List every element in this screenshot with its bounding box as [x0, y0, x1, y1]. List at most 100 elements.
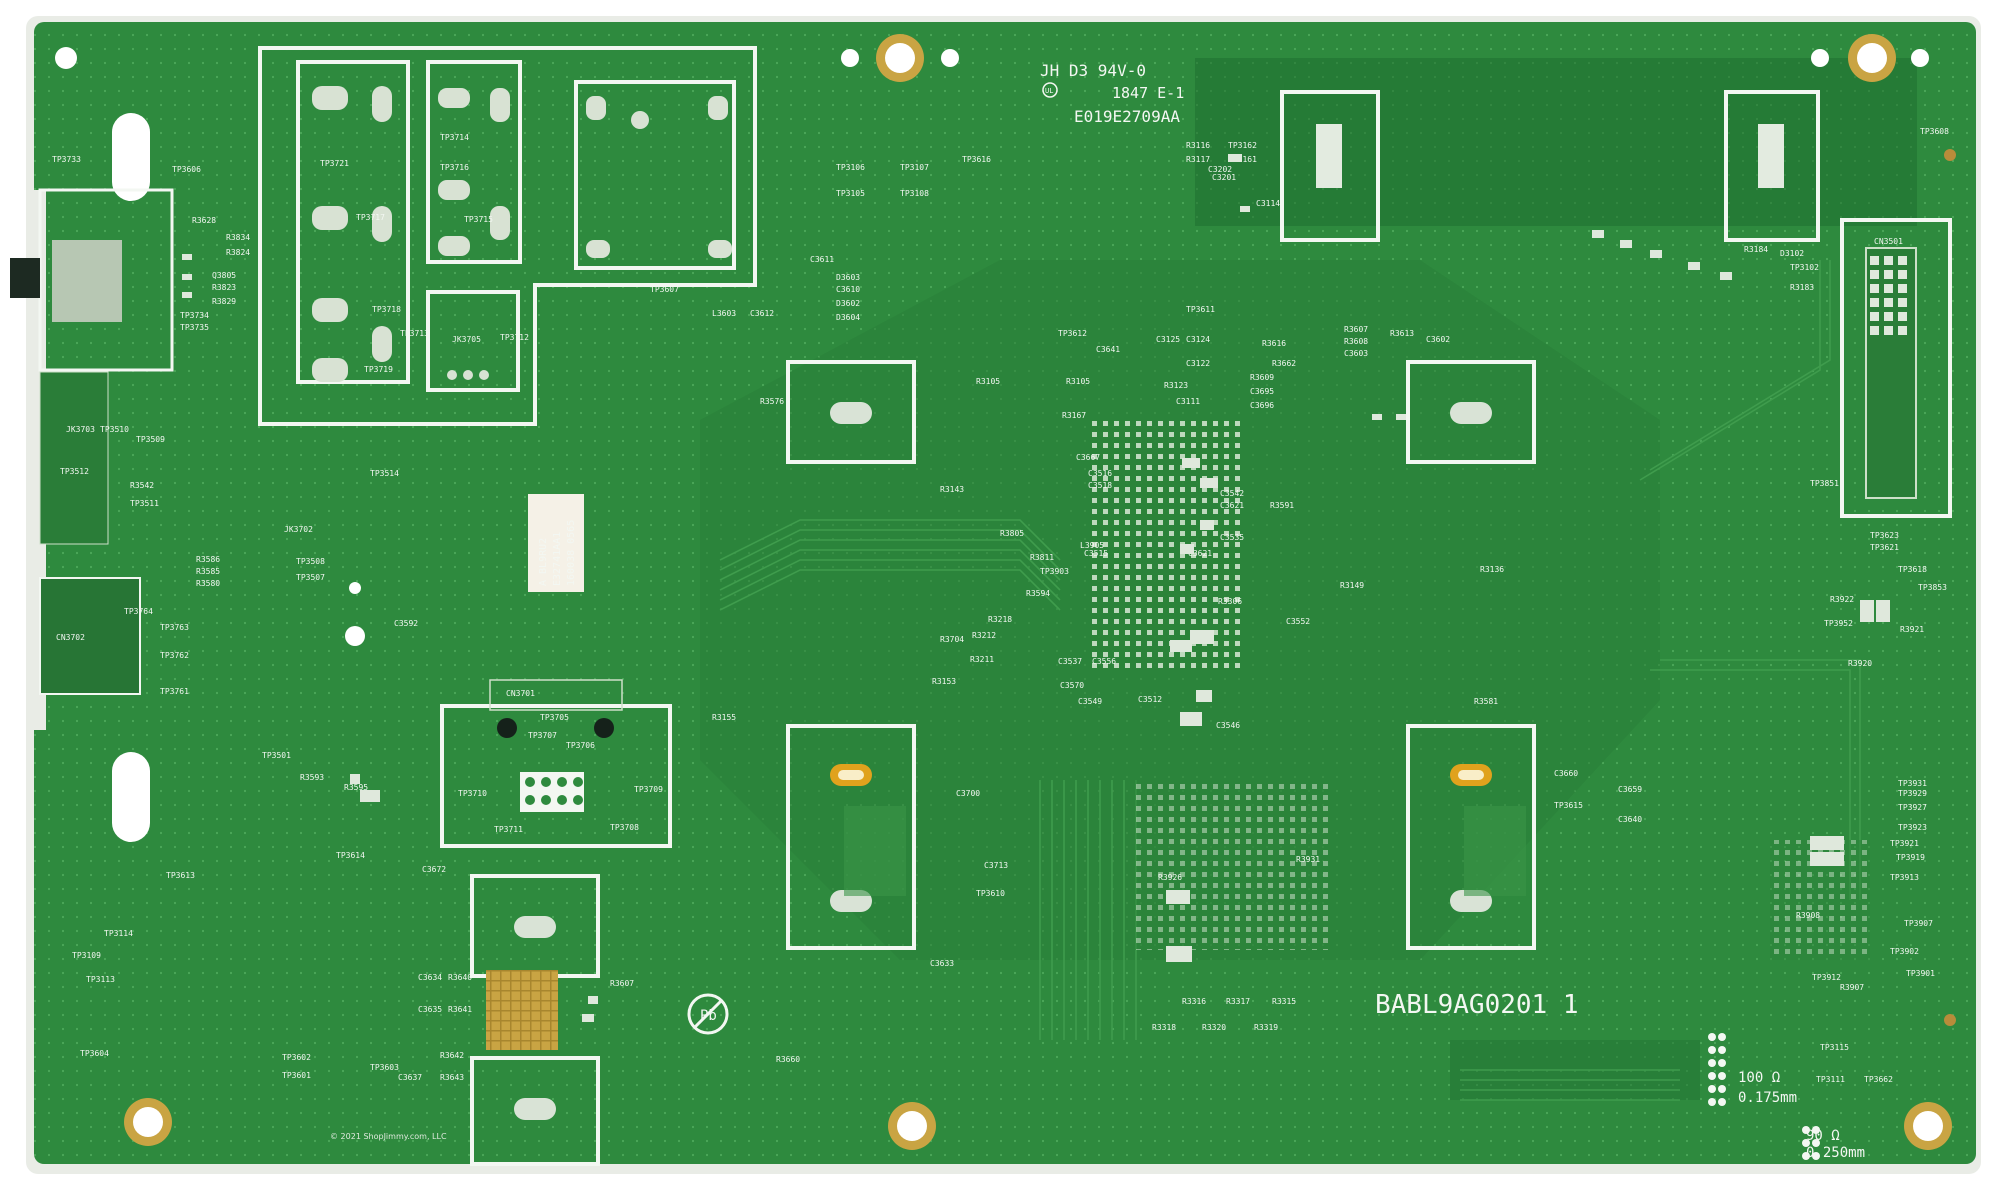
smd-components	[182, 154, 1890, 1022]
ref-label: C3512	[1138, 695, 1162, 704]
ref-label: R3660	[776, 1055, 800, 1064]
ref-label: TP3115	[1820, 1043, 1849, 1052]
impedance-dots	[1708, 1033, 1820, 1160]
trace-bundles	[719, 260, 1861, 1101]
ref-label: R3608	[1344, 337, 1368, 346]
ref-label: TP3763	[160, 623, 189, 632]
ref-label: R3123	[1164, 381, 1188, 390]
ref-label: D3603	[836, 273, 860, 282]
ref-label: R3824	[226, 248, 250, 257]
ref-label: TP3106	[836, 163, 865, 172]
ref-label: R3317	[1226, 997, 1250, 1006]
ref-label: TP3611	[1186, 305, 1215, 314]
jack-pads	[312, 86, 732, 382]
ref-label: C3552	[1286, 617, 1310, 626]
ref-label: TP3719	[364, 365, 393, 374]
ref-label: R3616	[1262, 339, 1286, 348]
ref-label: R3823	[212, 283, 236, 292]
ref-label: TP3508	[296, 557, 325, 566]
ref-label: TP3716	[440, 163, 469, 172]
ref-label: R3594	[1026, 589, 1050, 598]
ref-label: TP3621	[1870, 543, 1899, 552]
ref-label: R3155	[712, 713, 736, 722]
ref-label: TP3764	[124, 607, 153, 616]
ref-label: R3829	[212, 297, 236, 306]
ref-label: R3811	[1030, 553, 1054, 562]
ref-label: TP3114	[104, 929, 133, 938]
ref-label: TP3606	[172, 165, 201, 174]
ref-label: TP3511	[130, 499, 159, 508]
svg-text:Pb: Pb	[700, 1008, 717, 1024]
ref-label: R3920	[1848, 659, 1872, 668]
ref-label: C3124	[1186, 335, 1210, 344]
ref-label: R3184	[1744, 245, 1768, 254]
ref-label: TP3607	[650, 285, 679, 294]
ref-label: JK3703	[66, 425, 95, 434]
ref-label: TP3853	[1918, 583, 1947, 592]
sticker-line-2: E32741AA1	[552, 532, 563, 586]
ref-label: C3641	[1096, 345, 1120, 354]
ref-label: R3921	[1900, 625, 1924, 634]
ref-label: TP3614	[336, 851, 365, 860]
ref-label: TP3102	[1790, 263, 1819, 272]
left-connectors	[10, 188, 174, 695]
ref-label: TP3912	[1812, 973, 1841, 982]
ref-label: R3315	[1272, 997, 1296, 1006]
ref-label: TP3717	[356, 213, 385, 222]
ref-label: R3640	[448, 973, 472, 982]
ref-label: TP3901	[1906, 969, 1935, 978]
ddr-pad-array	[1130, 780, 1330, 950]
pb-free-icon: Pb	[687, 993, 729, 1035]
ref-label: TP3602	[282, 1053, 311, 1062]
ref-label: CN3702	[56, 633, 85, 642]
ref-label: R3907	[1840, 983, 1864, 992]
cn3701-connector	[440, 679, 672, 848]
ref-label: C3556	[1092, 657, 1116, 666]
ref-label: C3672	[422, 865, 446, 874]
ref-label: TP3662	[1864, 1075, 1893, 1084]
ref-label: C3621	[1220, 501, 1244, 510]
ref-label: TP3705	[540, 713, 569, 722]
ref-label: TP3111	[1816, 1075, 1845, 1084]
ref-label: C3518	[1088, 481, 1112, 490]
ref-label: TP3903	[1040, 567, 1069, 576]
ref-label: TP3921	[1890, 839, 1919, 848]
ref-label: TP3952	[1824, 619, 1853, 628]
ref-label: R3319	[1254, 1023, 1278, 1032]
ref-label: TP3612	[1058, 329, 1087, 338]
ref-label: C3125	[1156, 335, 1180, 344]
ref-label: TP3615	[1554, 801, 1583, 810]
ref-label: R3642	[440, 1051, 464, 1060]
ref-label: TP3706	[566, 741, 595, 750]
ref-label: C3202	[1208, 165, 1232, 174]
ref-label: TP3713	[400, 329, 429, 338]
ref-label: TP3601	[282, 1071, 311, 1080]
ref-label: R3628	[192, 216, 216, 225]
ul-mark-icon: UL	[1042, 82, 1058, 98]
ref-label: C3114	[1256, 199, 1280, 208]
ref-label: C3635	[418, 1005, 442, 1014]
ref-label: R3116	[1186, 141, 1210, 150]
ref-label: R3105	[1066, 377, 1090, 386]
ref-label: TP3931	[1898, 779, 1927, 788]
ref-label: TP3761	[160, 687, 189, 696]
ref-label: R3306	[1218, 597, 1242, 606]
ref-label: C3535	[1220, 533, 1244, 542]
ref-label: TP3919	[1896, 853, 1925, 862]
ref-label: R3641	[448, 1005, 472, 1014]
ref-label: C3516	[1088, 469, 1112, 478]
ref-label: TP3708	[610, 823, 639, 832]
ref-label: R3576	[760, 397, 784, 406]
ref-label: R3805	[1000, 529, 1024, 538]
ref-label: TP3610	[976, 889, 1005, 898]
soc-pad-array	[1090, 420, 1240, 670]
ref-label: R3593	[300, 773, 324, 782]
impedance-90-width: 0.250mm	[1806, 1145, 1865, 1161]
ref-label: R3212	[972, 631, 996, 640]
ref-label: TP3734	[180, 311, 209, 320]
ref-label: R3580	[196, 579, 220, 588]
ref-label: R3613	[1390, 329, 1414, 338]
ref-label: R3143	[940, 485, 964, 494]
ref-label: R3591	[1270, 501, 1294, 510]
